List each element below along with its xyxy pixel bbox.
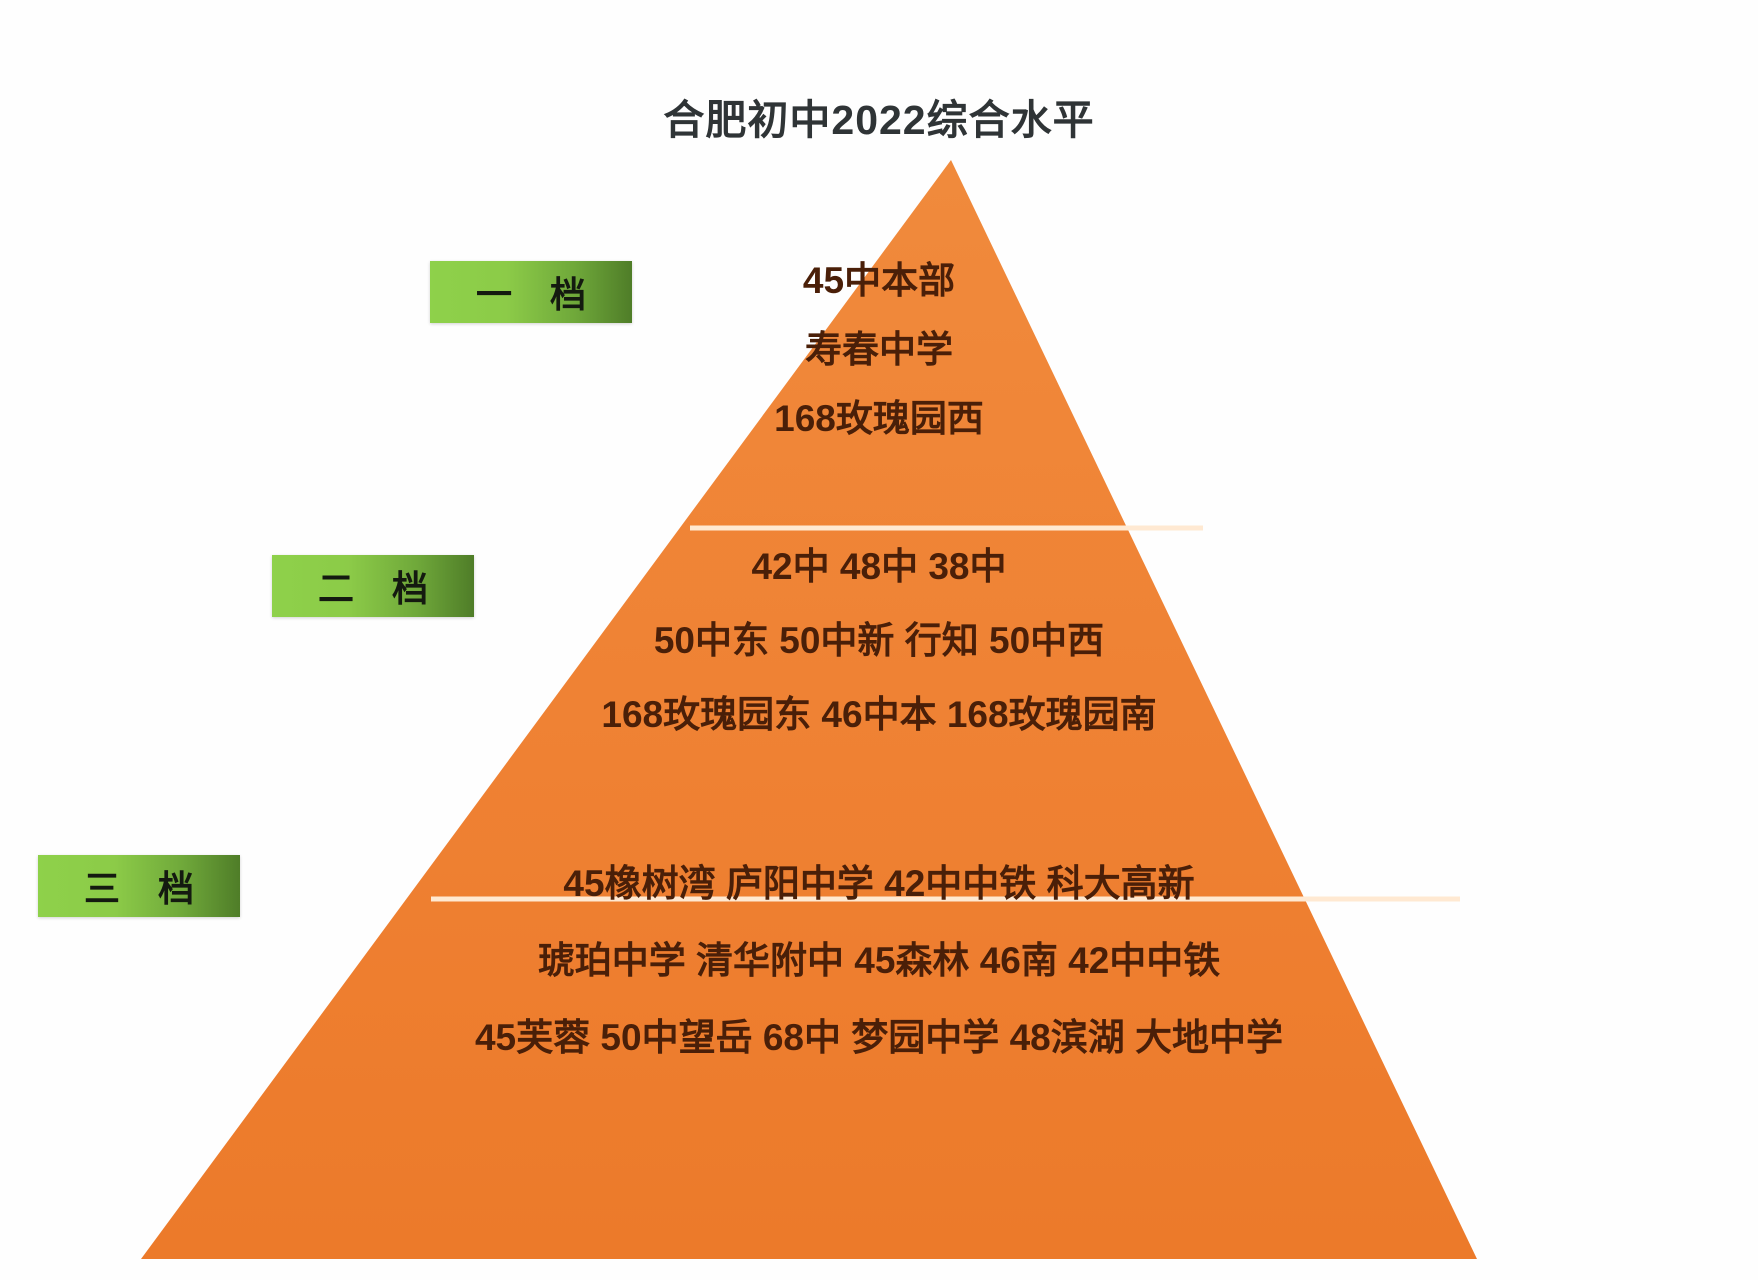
tier-label-first: 一 档 [430,261,632,323]
tier-label-second: 二 档 [272,555,474,617]
tier-label-third: 三 档 [38,855,240,917]
pyramid-body [141,160,1477,1259]
page-title: 合肥初中2022综合水平 [663,97,1095,143]
